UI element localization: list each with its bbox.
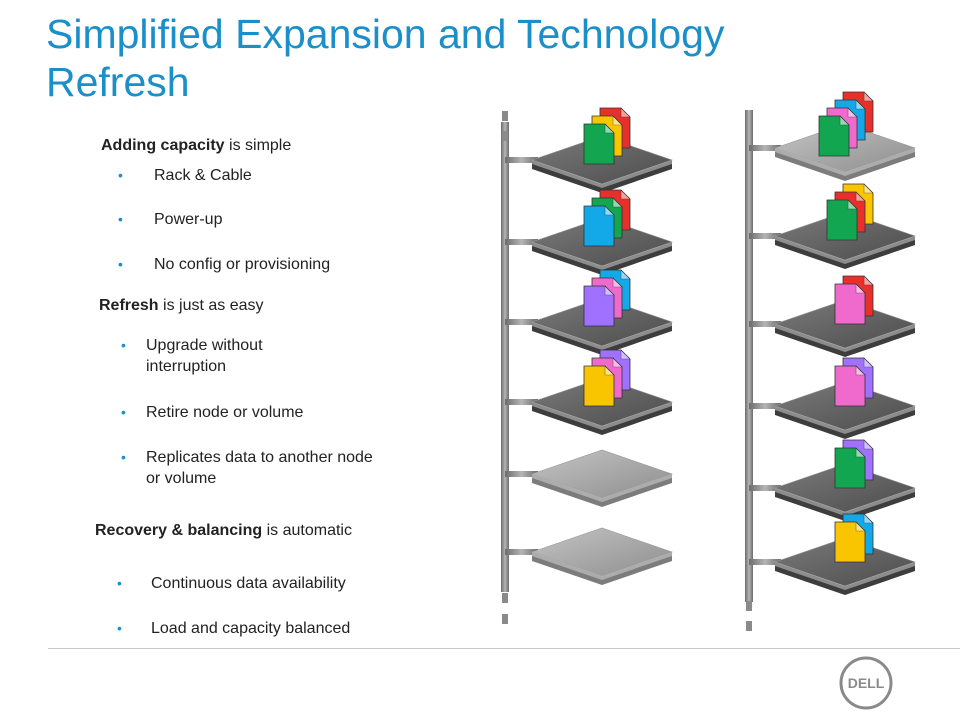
rack-arm: [749, 403, 781, 409]
rack-arm: [749, 321, 781, 327]
rack-arm: [749, 559, 781, 565]
rack-arm: [505, 319, 538, 325]
footer-divider: [48, 648, 960, 649]
storage-node: [531, 449, 673, 507]
rack-arm: [749, 145, 781, 151]
bullet-text: Rack & Cable: [154, 167, 252, 184]
bullet-text: Upgrade without interruption: [146, 337, 263, 375]
bullet-text: Retire node or volume: [146, 404, 304, 421]
storage-node: [774, 357, 916, 439]
document-icon: [583, 365, 615, 407]
storage-node: [774, 439, 916, 521]
document-icon: [826, 199, 858, 241]
heading-bold: Recovery & balancing: [95, 522, 263, 539]
document-icon: [583, 205, 615, 247]
section-heading-adding-capacity: Adding capacity is simple: [101, 136, 291, 156]
storage-node: [531, 527, 673, 585]
storage-node: [531, 269, 673, 355]
storage-node: [774, 513, 916, 595]
bullet-dot-icon: •: [121, 404, 126, 420]
rail-dash: [746, 621, 752, 631]
rail-dash: [502, 614, 508, 624]
rack-arm: [749, 233, 781, 239]
document-icon: [834, 521, 866, 563]
rack-arm: [505, 157, 538, 163]
bullet-dot-icon: •: [117, 575, 122, 591]
storage-node: [531, 107, 673, 193]
document-icon: [834, 283, 866, 325]
storage-node: [531, 349, 673, 435]
bullet-text: Load and capacity balanced: [151, 620, 351, 637]
rack-arm: [749, 485, 781, 491]
rack-rail: [745, 110, 753, 602]
heading-bold: Refresh: [99, 297, 159, 314]
logo-text: DELL: [848, 675, 885, 691]
bullet-dot-icon: •: [121, 449, 126, 465]
bullet-text: Replicates data to another node or volum…: [146, 449, 373, 487]
storage-node: [774, 275, 916, 357]
document-icon: [834, 447, 866, 489]
bullet-dot-icon: •: [118, 211, 123, 227]
storage-node: [531, 189, 673, 275]
bullet-dot-icon: •: [121, 337, 126, 353]
storage-node: [774, 91, 916, 181]
heading-bold: Adding capacity: [101, 137, 225, 154]
bullet-text: Power-up: [154, 211, 223, 228]
bullet-dot-icon: •: [118, 256, 123, 272]
heading-rest: is simple: [224, 137, 292, 154]
rail-dash: [502, 131, 508, 141]
section-heading-refresh: Refresh is just as easy: [99, 296, 264, 316]
rack-rail: [501, 122, 509, 592]
rail-dash: [746, 601, 752, 611]
heading-rest: is just as easy: [158, 297, 264, 314]
left-rack: [501, 107, 673, 624]
rail-dash: [502, 593, 508, 603]
rack-arm: [505, 399, 538, 405]
document-icon: [583, 123, 615, 165]
slide-title: Simplified Expansion and Technology Refr…: [46, 11, 725, 105]
section-heading-recovery: Recovery & balancing is automatic: [95, 521, 355, 541]
document-icon: [583, 285, 615, 327]
bullet-text: No config or provisioning: [154, 256, 331, 273]
bullet-dot-icon: •: [117, 620, 122, 636]
heading-rest: is automatic: [262, 522, 352, 539]
rack-arm: [505, 239, 538, 245]
rack-arm: [505, 471, 538, 477]
rail-dash: [502, 111, 508, 121]
document-icon: [834, 365, 866, 407]
right-rack: [745, 91, 916, 631]
dell-logo: DELL: [839, 656, 893, 710]
storage-node: [774, 183, 916, 269]
document-icon: [818, 115, 850, 157]
bullet-dot-icon: •: [118, 167, 123, 183]
bullet-text: Continuous data availability: [151, 575, 346, 592]
rack-arm: [505, 549, 538, 555]
